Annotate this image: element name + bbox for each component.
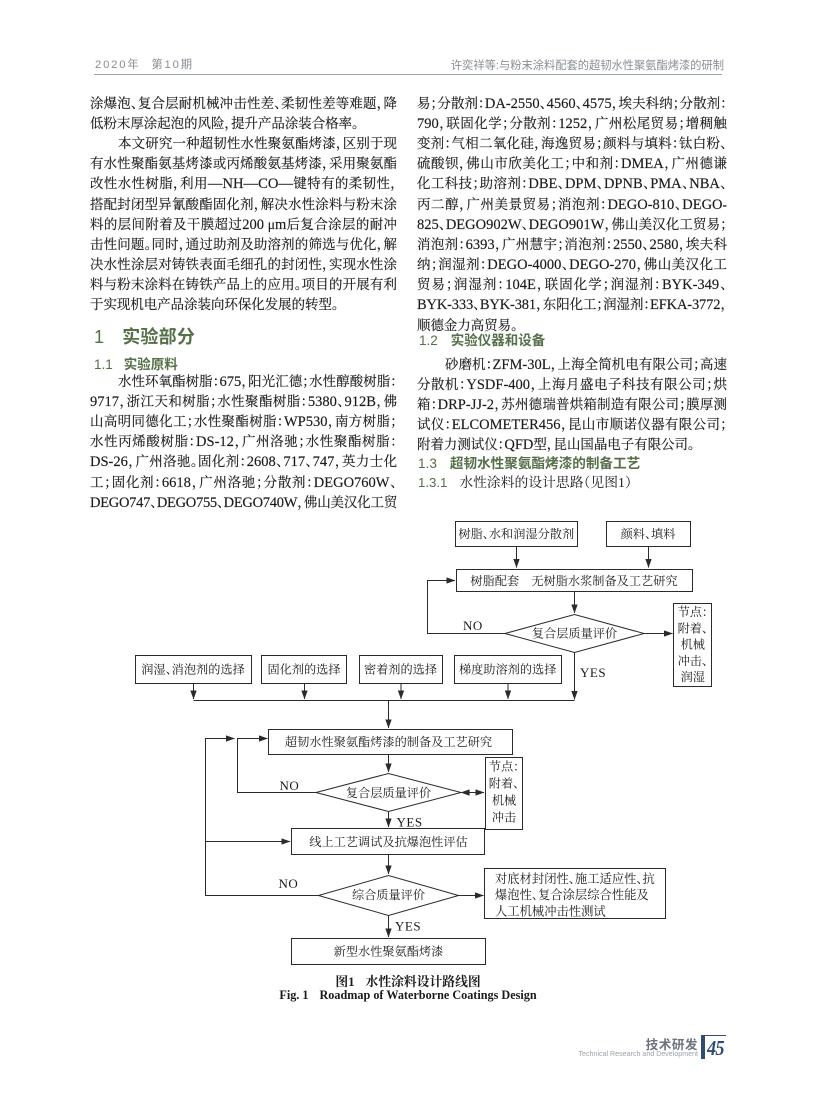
svg-text:节点：: 节点： <box>678 604 708 619</box>
svg-text:附着、: 附着、 <box>678 621 708 635</box>
svg-text:机械: 机械 <box>492 793 516 808</box>
svg-text:NO: NO <box>279 876 299 891</box>
svg-text:爆泡性、复合涂层综合性能及: 爆泡性、复合涂层综合性能及 <box>495 887 649 902</box>
svg-text:复合层质量评价: 复合层质量评价 <box>532 626 617 641</box>
svg-text:冲击、: 冲击、 <box>678 653 708 668</box>
svg-text:润湿: 润湿 <box>681 670 705 684</box>
svg-text:YES: YES <box>580 665 606 680</box>
svg-text:冲击: 冲击 <box>492 810 516 825</box>
svg-text:密着剂的选择: 密着剂的选择 <box>364 662 437 677</box>
svg-text:对底材封闭性、施工适应性、抗: 对底材封闭性、施工适应性、抗 <box>495 871 655 886</box>
svg-text:综合质量评价: 综合质量评价 <box>352 887 425 902</box>
svg-text:树脂配套 无树脂水浆制备及工艺研究: 树脂配套 无树脂水浆制备及工艺研究 <box>470 573 677 588</box>
svg-text:线上工艺调试及抗爆泡性评估: 线上工艺调试及抗爆泡性评估 <box>309 834 467 849</box>
svg-text:节点：: 节点： <box>489 759 519 774</box>
svg-text:NO: NO <box>280 778 300 793</box>
svg-text:YES: YES <box>395 919 421 934</box>
svg-text:固化剂的选择: 固化剂的选择 <box>267 662 340 677</box>
svg-text:新型水性聚氨酯烤漆: 新型水性聚氨酯烤漆 <box>334 943 444 958</box>
svg-text:梯度助溶剂的选择: 梯度助溶剂的选择 <box>459 662 557 677</box>
svg-text:YES: YES <box>397 815 423 830</box>
svg-text:机械: 机械 <box>681 637 705 652</box>
svg-text:人工机械冲击性测试: 人工机械冲击性测试 <box>495 904 606 919</box>
svg-text:超韧水性聚氨酯烤漆的制备及工艺研究: 超韧水性聚氨酯烤漆的制备及工艺研究 <box>285 734 492 749</box>
svg-text:树脂、水和润湿分散剂: 树脂、水和润湿分散剂 <box>458 526 574 541</box>
svg-text:NO: NO <box>463 618 483 633</box>
svg-text:颜料、填料: 颜料、填料 <box>621 526 676 541</box>
svg-text:复合层质量评价: 复合层质量评价 <box>346 785 431 800</box>
svg-text:润湿、消泡剂的选择: 润湿、消泡剂的选择 <box>141 662 245 677</box>
svg-text:附着、: 附着、 <box>489 777 519 791</box>
